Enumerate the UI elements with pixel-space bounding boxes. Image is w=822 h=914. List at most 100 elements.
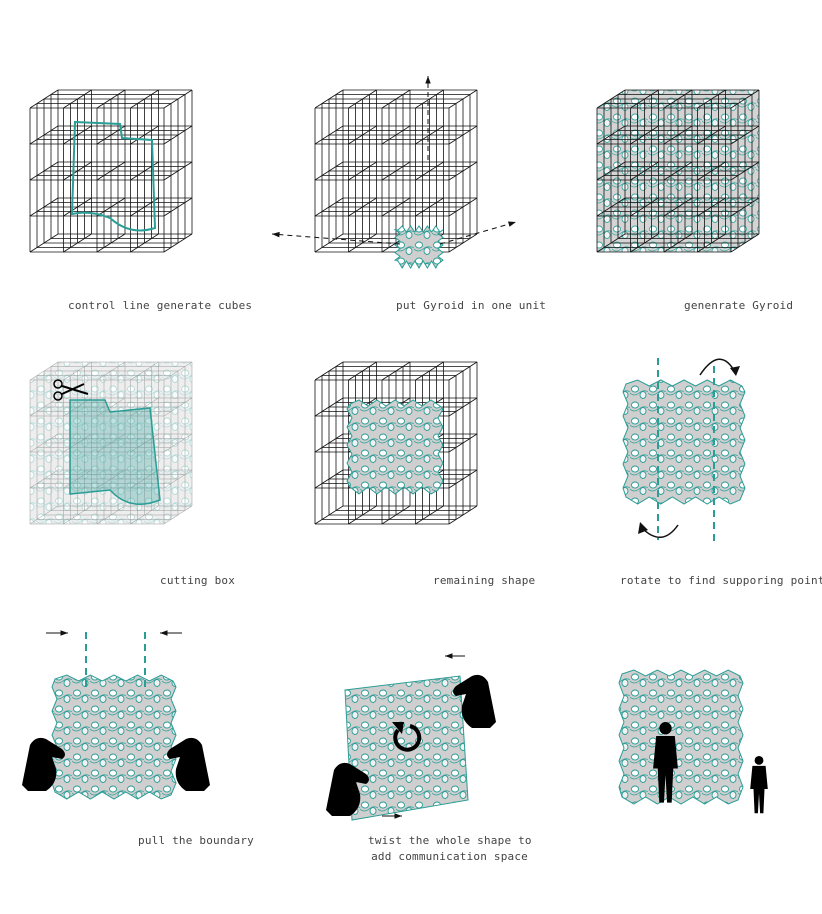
grid-line — [130, 469, 159, 489]
grid-line — [314, 361, 344, 381]
caption-step-8-line2: add communication space — [371, 850, 528, 863]
arrow-head-icon — [638, 522, 648, 534]
grid-line — [663, 161, 693, 181]
grid-line — [448, 89, 478, 109]
grid-line — [448, 397, 478, 417]
caption-step-1: control line generate cubes — [68, 299, 253, 312]
arrow-head-icon — [425, 76, 431, 84]
body — [750, 765, 768, 814]
hand-shape — [326, 762, 369, 816]
grid-line — [415, 361, 444, 381]
gyroid-block — [622, 379, 746, 505]
grid-line — [697, 125, 726, 145]
caption-step-8-line1: twist the whole shape to — [368, 834, 532, 847]
grid-line — [730, 233, 760, 253]
grid-line — [730, 125, 760, 145]
caption-step-4: cutting box — [160, 574, 236, 587]
grid-line — [163, 125, 193, 145]
arrow-line — [271, 233, 401, 245]
arrow-head-icon — [445, 653, 453, 659]
grid-line — [63, 397, 92, 417]
grid-cube — [314, 89, 478, 253]
grid-line — [163, 433, 193, 453]
hand-shape — [167, 737, 210, 791]
scissors-icon — [53, 379, 89, 401]
grid-line — [63, 89, 92, 109]
hand-shape — [22, 737, 65, 791]
grid-line — [63, 125, 92, 145]
grid-line — [96, 397, 126, 417]
grid-line — [314, 89, 344, 109]
caption-step-7: pull the boundary — [138, 834, 254, 847]
grid-line — [163, 397, 193, 417]
grid-line — [448, 361, 478, 381]
grid-line — [163, 197, 193, 217]
grid-line — [448, 433, 478, 453]
grid-line — [29, 89, 59, 109]
rotate-arrow-icon — [641, 524, 679, 538]
caption-step-5: remaining shape — [433, 574, 536, 587]
grid-line — [730, 89, 760, 109]
body — [653, 735, 678, 803]
grid-line — [130, 361, 159, 381]
caption-step-6: rotate to find supporing point — [620, 574, 822, 587]
twist-rotate-icon — [393, 724, 422, 752]
grid-line — [348, 361, 377, 381]
grid-line — [630, 89, 659, 109]
arrow-head-icon — [730, 366, 740, 376]
grid-line — [697, 89, 726, 109]
head — [659, 722, 672, 735]
grid-line — [381, 125, 411, 145]
arrow-head-icon — [508, 221, 516, 227]
scissors-ring — [53, 379, 63, 389]
grid-line — [96, 89, 126, 109]
grid-line — [730, 161, 760, 181]
hand-icon-top — [453, 674, 496, 728]
grid-line — [415, 89, 444, 109]
grid-line — [448, 233, 478, 253]
grid-line — [163, 89, 193, 109]
arrow-head-icon — [392, 722, 404, 734]
grid-line — [130, 125, 159, 145]
grid-line — [415, 197, 444, 217]
grid-line — [663, 89, 693, 109]
grid-line — [29, 361, 59, 381]
gyroid-block — [51, 674, 177, 800]
head — [754, 756, 764, 765]
grid-line — [96, 161, 126, 181]
rotate-arrow-icon — [699, 358, 736, 376]
grid-line — [163, 469, 193, 489]
remaining-shape — [346, 399, 444, 495]
grid-line — [730, 197, 760, 217]
person-silhouette-inside — [653, 722, 678, 803]
scissors-blade — [61, 383, 89, 395]
caption-step-3: genenrate Gyroid — [684, 299, 794, 312]
grid-line — [381, 89, 411, 109]
gyroid-unit — [393, 225, 444, 270]
caption-step-2: put Gyroid in one unit — [396, 299, 547, 312]
grid-line — [697, 197, 726, 217]
grid-line — [381, 361, 411, 381]
grid-line — [697, 161, 726, 181]
grid-line — [381, 161, 411, 181]
grid-line — [130, 89, 159, 109]
arrow-line — [439, 221, 517, 245]
final-shape — [618, 669, 744, 805]
grid-cube — [29, 89, 193, 253]
hand-icon-right — [167, 737, 210, 791]
scissors-ring — [53, 391, 63, 401]
grid-line — [415, 161, 444, 181]
cutting-box — [69, 399, 161, 505]
grid-line — [348, 125, 377, 145]
arrow-head-icon — [160, 630, 168, 636]
hand-icon-left — [22, 737, 65, 791]
grid-line — [163, 233, 193, 253]
control-line — [70, 120, 157, 232]
arrow-head-icon — [272, 231, 280, 238]
grid-line — [96, 433, 126, 453]
grid-line — [163, 505, 193, 525]
grid-line — [448, 469, 478, 489]
grid-line — [448, 197, 478, 217]
person-silhouette-outside — [750, 756, 768, 814]
